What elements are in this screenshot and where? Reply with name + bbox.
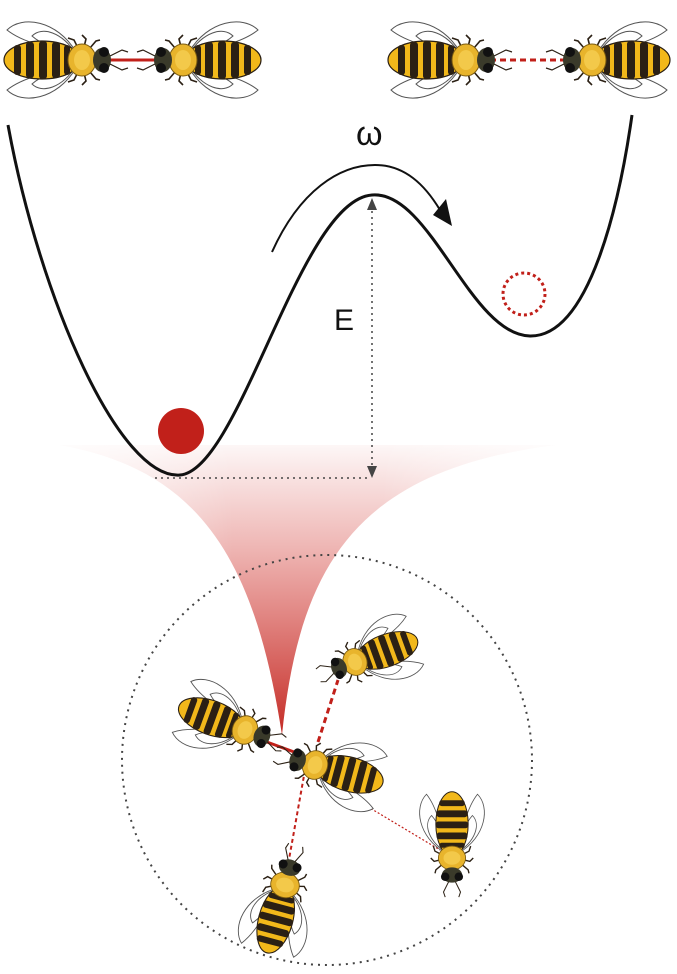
honeybee-icon (387, 21, 513, 99)
barrier-indicator (155, 198, 377, 479)
barrier-label: E (334, 304, 354, 337)
honeybee-icon (3, 21, 129, 99)
honeybee-icon (418, 791, 486, 898)
rate-label: ω (356, 115, 383, 153)
transition-arrow-icon (271, 163, 452, 253)
honeybee-icon (136, 21, 262, 99)
cluster-boundary (121, 554, 533, 966)
bee-pair-bound (3, 21, 262, 99)
energy-curve (6, 114, 634, 477)
bee-cluster (166, 608, 486, 963)
bee-pair-unbound (387, 21, 671, 99)
honeybee-icon (232, 835, 330, 963)
unbound-state-ring-icon (501, 271, 547, 317)
bound-state-ball-icon (158, 408, 204, 454)
honeybee-icon (265, 720, 393, 818)
honeybee-icon (306, 608, 430, 707)
funnel (60, 445, 555, 735)
honeybee-icon (545, 21, 671, 99)
